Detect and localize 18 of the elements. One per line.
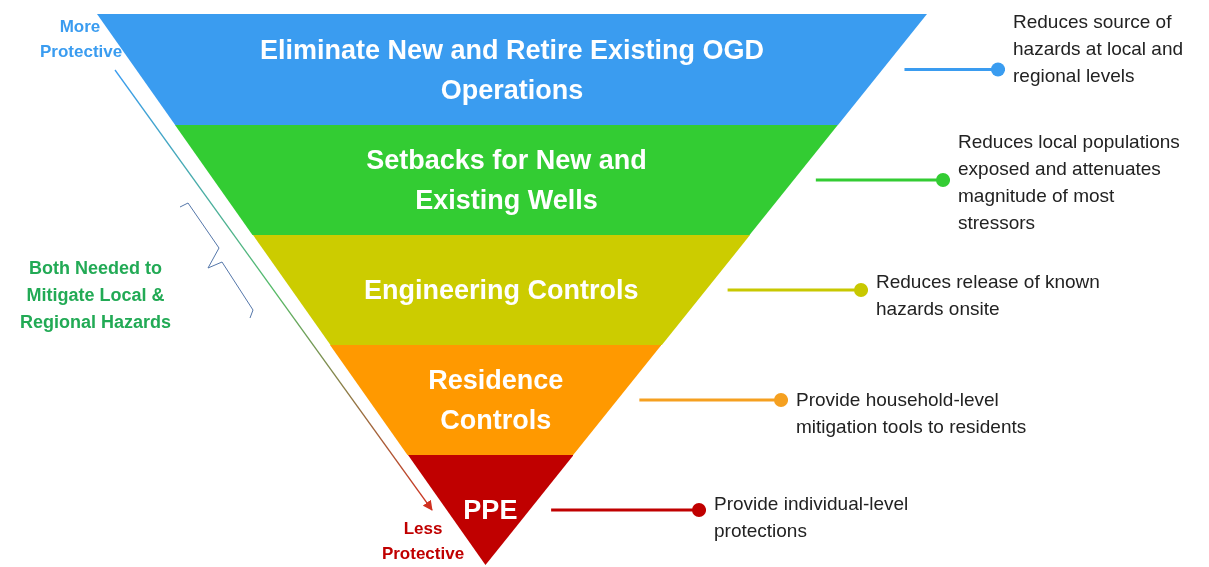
band-title: Setbacks for New and Existing Wells <box>365 144 648 217</box>
note-text: Both Needed to Mitigate Local & Regional Hazards <box>18 257 172 334</box>
band-title: PPE <box>462 494 519 527</box>
description-text: Reduces release of known hazards onsite <box>876 268 1136 322</box>
description-text: Reduces local populations exposed and attenuates magnitude of most stressors <box>958 128 1188 236</box>
band-title: Eliminate New and Retire Existing OGD Operations <box>258 33 766 107</box>
description-text: Reduces source of hazards at local and regional levels <box>1013 8 1203 89</box>
band-title: Residence Controls <box>427 364 565 437</box>
scale-end-label: More Protective <box>40 14 120 64</box>
description-text: Provide household-level mitigation tools to residents <box>796 386 1076 440</box>
description-text: Provide individual-level protections <box>714 490 954 544</box>
gradient-arrow <box>114 69 433 511</box>
connector-line <box>727 283 868 297</box>
connector-line <box>815 173 950 187</box>
connector-line <box>551 503 706 517</box>
connector-line <box>639 393 788 407</box>
connector-line <box>904 62 1005 77</box>
band-title: Engineering Controls <box>362 274 640 307</box>
